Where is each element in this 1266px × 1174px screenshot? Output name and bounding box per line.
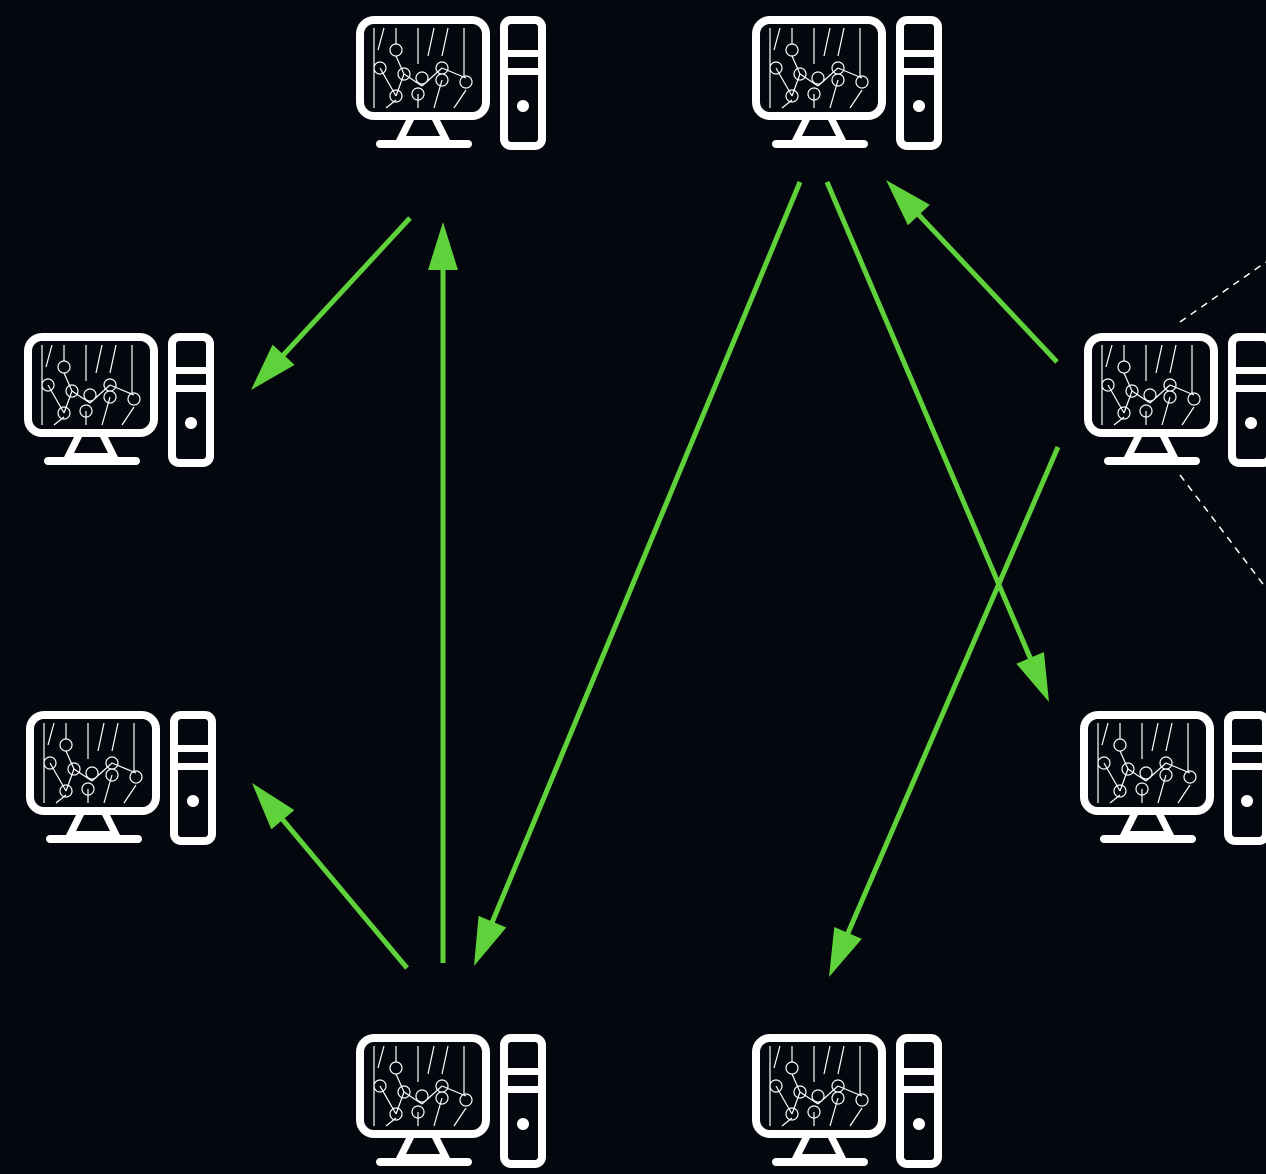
dashed-highlight-lines [1179,261,1266,589]
desktop-computer-icon [360,1038,542,1166]
desktop-computer-icon [756,1038,938,1166]
edge-bottom-left-to-mid-left-lower [252,783,409,970]
edge-line [844,446,1061,938]
desktop-computer-icon [360,20,542,148]
edge-bottom-left-to-top-left [428,222,458,963]
desktop-computer-icon [1088,337,1266,465]
arrowhead-icon [428,222,458,270]
edge-top-right-to-bottom-left [474,181,803,966]
desktop-computer-icon [1084,715,1266,843]
edge-top-left-to-mid-left-upper [251,216,412,390]
arrowhead-icon [251,344,295,390]
arrowhead-icon [829,926,862,977]
edges [251,180,1061,977]
desktop-computer-icon [756,20,938,148]
arrowhead-icon [252,783,295,830]
dashed-highlight-line-2 [1179,474,1266,589]
desktop-computer-icon [30,715,212,843]
desktop-computer-icon [28,337,210,465]
edge-line [488,181,803,927]
edge-line [278,815,409,970]
edge-line [824,181,1035,663]
edge-top-right-to-mid-right-lower [824,181,1049,702]
nodes [28,20,1266,1166]
edge-mid-right-upper-to-bottom-right [829,446,1061,977]
arrowhead-icon [886,180,930,226]
edge-line [914,210,1059,364]
arrowhead-icon [1016,651,1049,702]
edge-line [279,216,412,360]
arrowhead-icon [474,915,507,966]
edge-mid-right-upper-to-top-right [886,180,1059,364]
dashed-highlight-line-1 [1179,261,1266,323]
